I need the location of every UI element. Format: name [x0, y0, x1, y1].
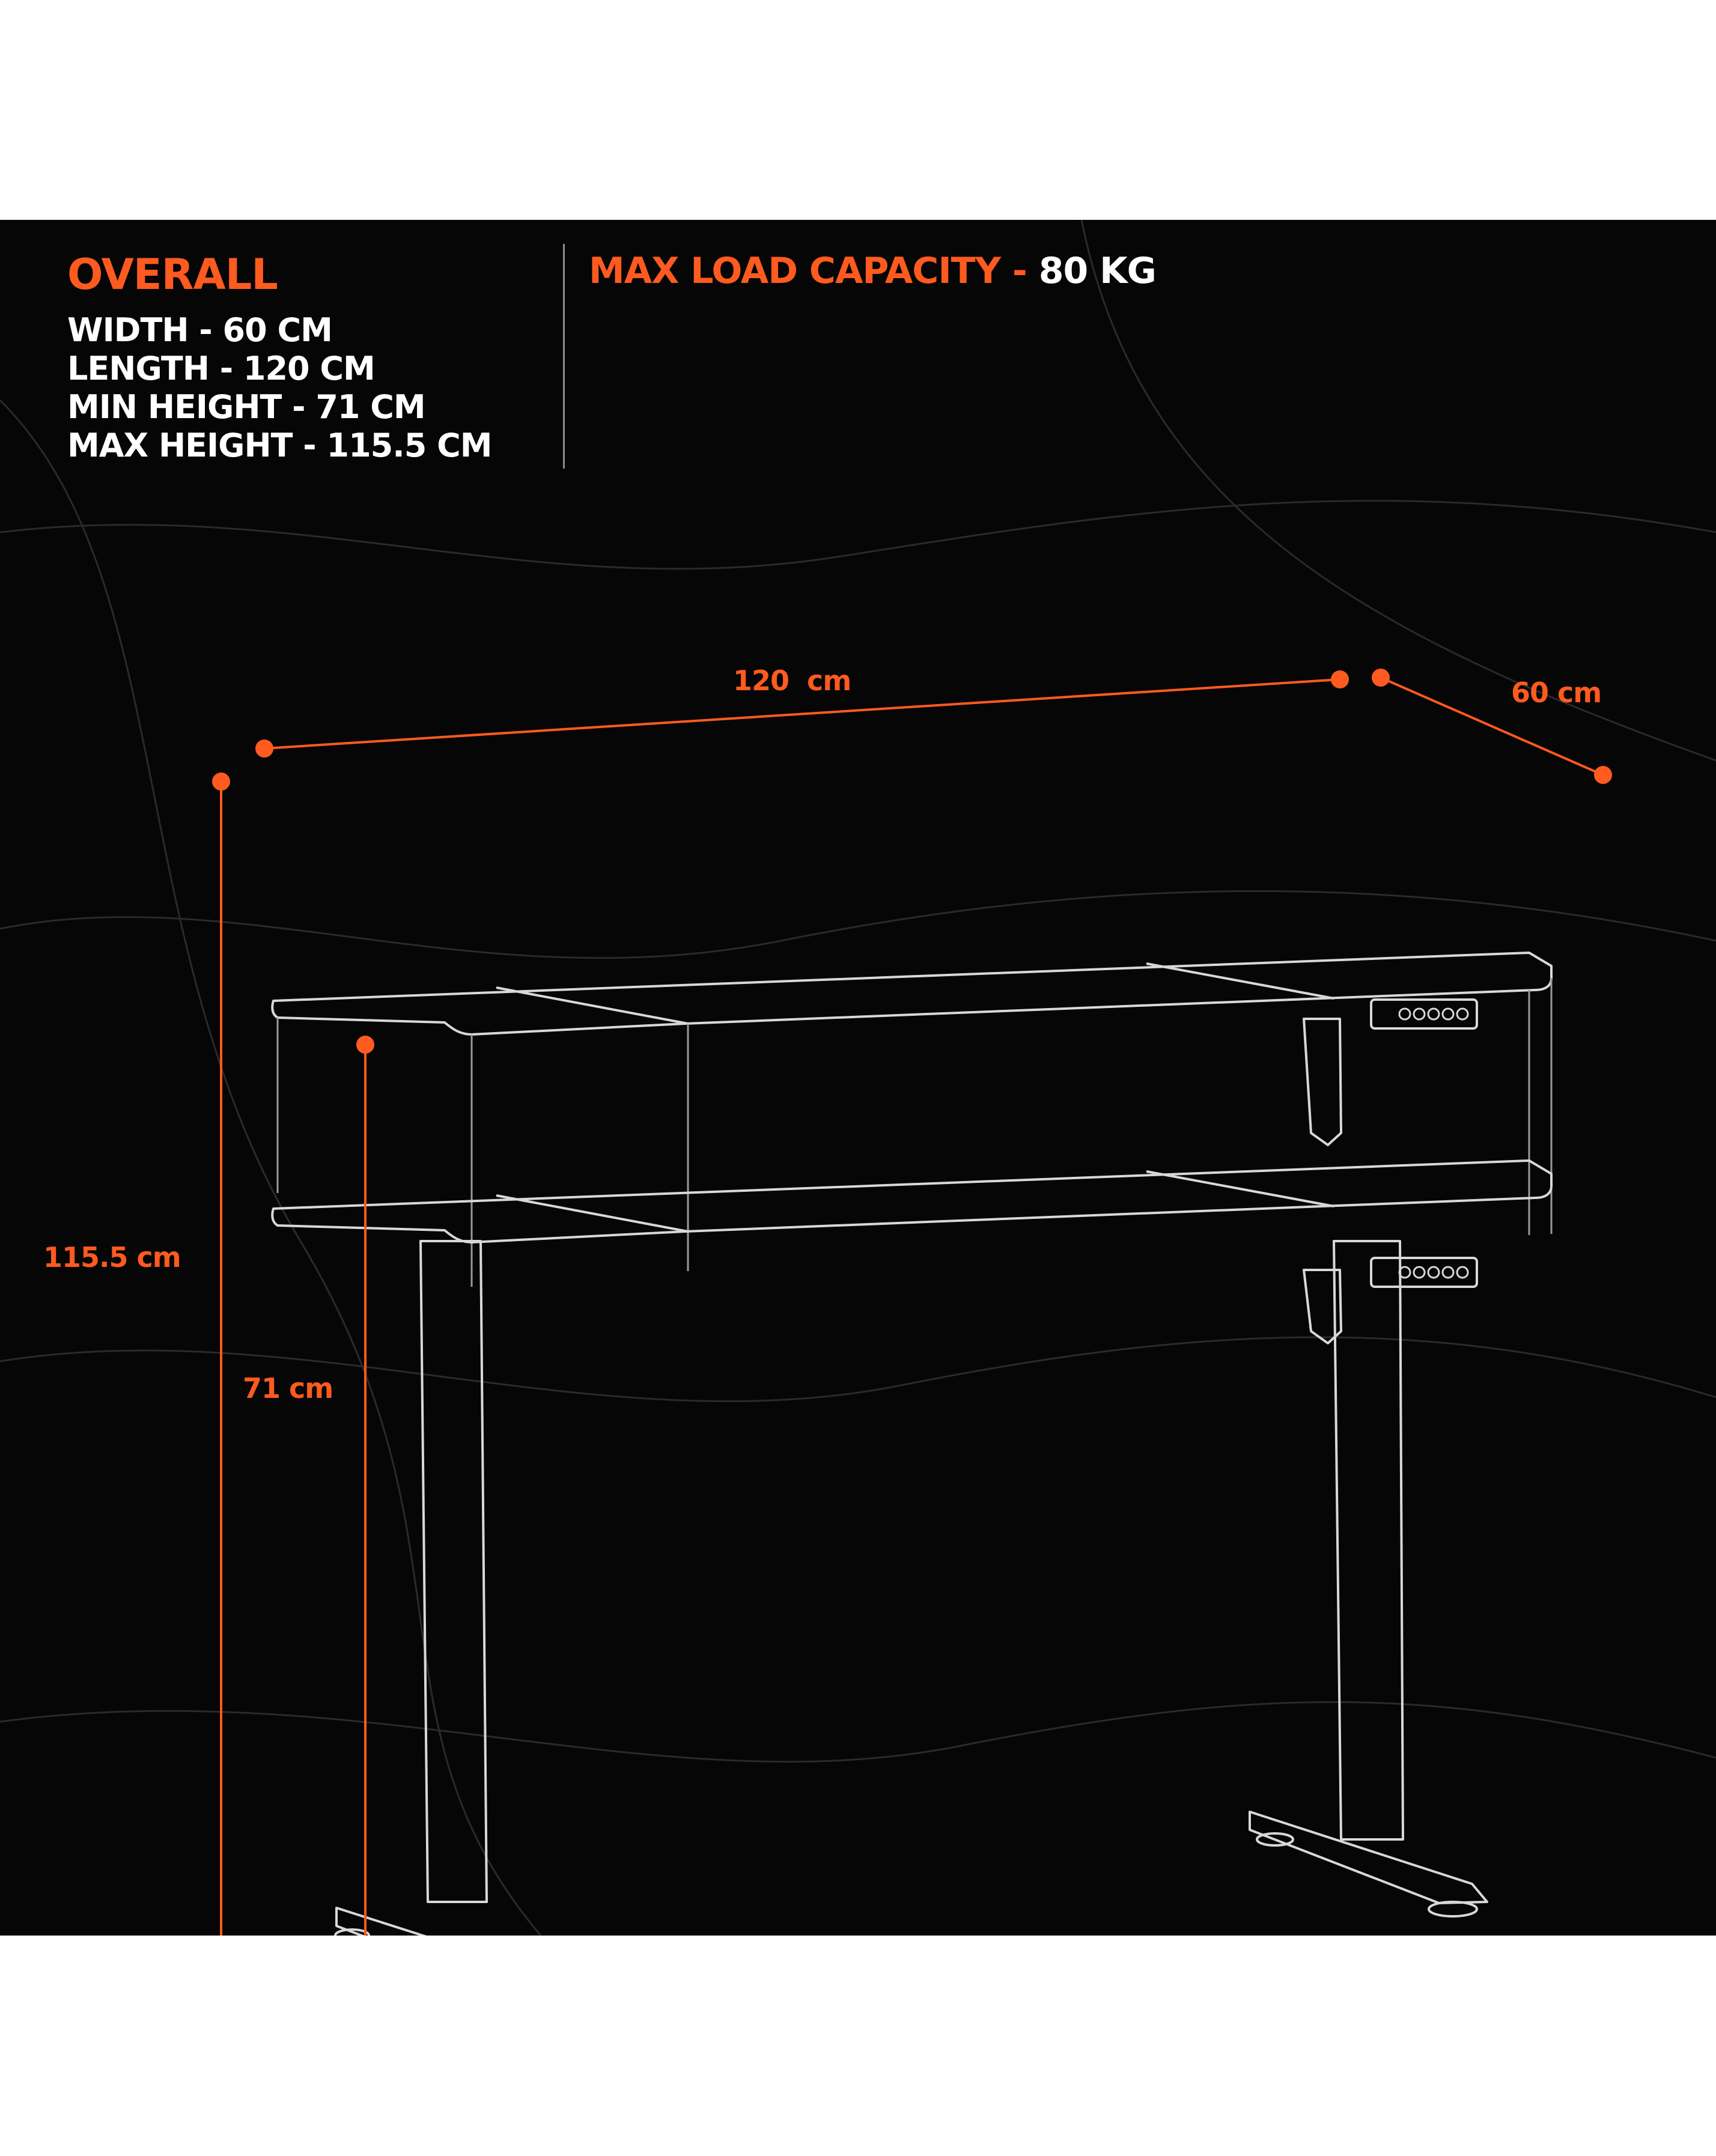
- load-capacity: MAX LOAD CAPACITY - 80 KG: [589, 250, 1157, 292]
- spec-min-height: MIN HEIGHT - 71 CM: [67, 388, 426, 426]
- length-dimension-line: [264, 678, 1340, 750]
- desk-diagram: [0, 220, 1716, 1936]
- width-dimension-label: 60 cm: [1511, 676, 1602, 709]
- load-capacity-value: 80 KG: [1038, 250, 1157, 292]
- load-capacity-label: MAX LOAD CAPACITY -: [589, 250, 1039, 292]
- tabletop-raised-seam: [496, 962, 1334, 1025]
- overall-title: OVERALL: [67, 250, 278, 299]
- desk-outline: [271, 952, 1553, 1936]
- width-dimension-line: [1380, 676, 1604, 776]
- controller-raised: [1370, 998, 1478, 1030]
- min-height-dimension-label: 71 cm: [243, 1372, 333, 1404]
- foot-right-pad-front: [1428, 1901, 1478, 1918]
- dimension-lines: [212, 669, 1612, 1936]
- foot-left-pad-rear: [334, 1928, 370, 1936]
- header-divider: [563, 244, 565, 469]
- controller-buttons: [1398, 1007, 1469, 1279]
- foot-right: [1249, 1811, 1488, 1904]
- contour-background: [0, 220, 1716, 1936]
- max-height-dimension-label: 115.5 cm: [43, 1241, 181, 1274]
- tabletop-lowered: [271, 1159, 1553, 1243]
- controller-lowered: [1370, 1257, 1478, 1288]
- length-dimension-label: 120 cm: [733, 664, 851, 697]
- tabletop-raised: [271, 952, 1553, 1036]
- spec-width: WIDTH - 60 CM: [67, 311, 333, 349]
- spec-length: LENGTH - 120 CM: [67, 350, 376, 387]
- foot-right-pad-rear: [1256, 1832, 1294, 1847]
- foot-left: [335, 1907, 427, 1936]
- motor-raised: [1303, 1018, 1342, 1146]
- tabletop-lowered-seam: [496, 1170, 1334, 1233]
- spec-panel: OVERALL WIDTH - 60 CM LENGTH - 120 CM MI…: [0, 220, 1716, 1936]
- leg-left: [419, 1240, 488, 1903]
- spec-max-height: MAX HEIGHT - 115.5 CM: [67, 427, 492, 464]
- ghost-panel: [276, 978, 1553, 1287]
- leg-right: [1333, 1240, 1404, 1841]
